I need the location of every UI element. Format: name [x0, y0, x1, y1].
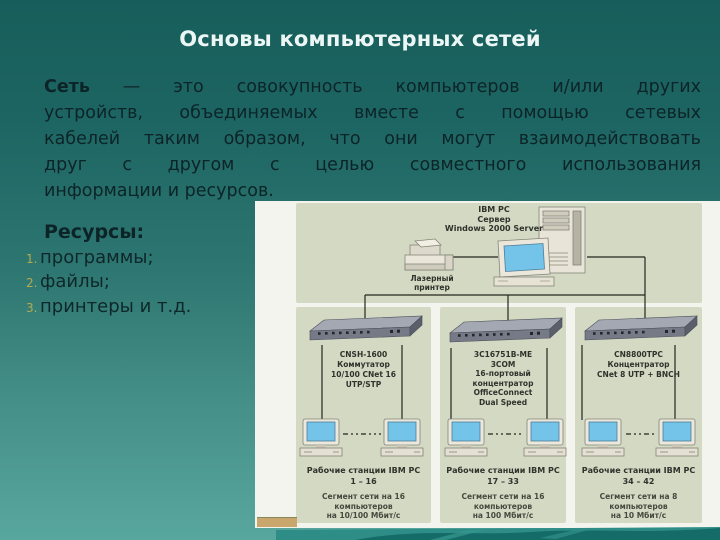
switch-label-1: CNSH-1600 Коммутатор 10/100 CNet 16 UTP/…	[331, 350, 396, 389]
intro-lead-word: Сеть	[44, 77, 90, 97]
intro-line-5: информации и ресурсов.	[44, 181, 274, 201]
page-title: Основы компьютерных сетей	[179, 27, 541, 51]
list-number: 3.	[26, 300, 38, 315]
list-number: 2.	[26, 276, 38, 291]
switch-label-2: 3C16751B-ME 3COM 16-портовый концентрато…	[472, 350, 534, 407]
intro-line-4: друг с другом с целью совместного исполь…	[44, 155, 701, 175]
workstation-icon	[444, 418, 488, 457]
workstation-icon	[523, 418, 567, 457]
printer-label: Лазерный принтер	[410, 274, 454, 292]
list-item: 3.принтеры и т.д.	[26, 295, 191, 319]
bottom-wave-decoration	[276, 527, 720, 540]
connection-lines	[321, 256, 676, 435]
workstation-icon	[581, 418, 625, 457]
workstation-icon	[299, 418, 343, 457]
resources-heading: Ресурсы:	[44, 221, 145, 243]
stations-label-2: Рабочие станции IBM PC 17 – 33	[446, 466, 560, 486]
network-diagram-image: IBM PC Сервер Windows 2000 Server Лазерн…	[255, 201, 720, 528]
diagram-segment-panel-3	[575, 307, 702, 523]
photo-edge-strip	[257, 517, 297, 527]
list-item: 2.файлы;	[26, 270, 191, 294]
intro-line-2: устройств, объединяемых вместе с помощью…	[44, 103, 701, 123]
workstation-icon	[655, 418, 699, 457]
list-item: 1.программы;	[26, 246, 191, 270]
stations-label-3: Рабочие станции IBM PC 34 – 42	[581, 466, 696, 486]
diagram-segment-panel-1	[296, 307, 431, 523]
printer-icon	[404, 238, 454, 271]
segment-label-3: Сегмент сети на 8 компьютеров на 10 Мбит…	[599, 492, 678, 520]
segment-label-1: Сегмент сети на 16 компьютеров на 10/100…	[322, 492, 405, 520]
switch-icon	[584, 315, 698, 341]
diagram-graphics	[299, 206, 699, 457]
resources-list: 1.программы; 2.файлы; 3.принтеры и т.д.	[26, 246, 191, 319]
segment-label-2: Сегмент сети на 16 компьютеров на 100 Мб…	[461, 492, 545, 520]
server-label: IBM PC Сервер Windows 2000 Server	[444, 205, 544, 233]
switch-icon	[449, 317, 563, 343]
stations-label-1: Рабочие станции IBM PC 1 – 16	[306, 466, 421, 486]
server-monitor-icon	[493, 237, 555, 287]
switch-icon	[309, 315, 423, 341]
intro-line-3: кабелей таким образом, что они могут вза…	[44, 129, 701, 149]
switch-label-3: CN8800TPC Концентратор CNet 8 UTP + BNCH	[597, 350, 680, 379]
workstation-icon	[380, 418, 424, 457]
intro-paragraph: Сеть — это совокупность компьютеров и/ил…	[44, 74, 701, 204]
diagram-segment-panel-2	[440, 307, 566, 523]
intro-line-1-rest: — это совокупность компьютеров и/или дру…	[89, 77, 701, 97]
list-number: 1.	[26, 252, 38, 266]
intro-line-1: Сеть — это совокупность компьютеров и/ил…	[44, 74, 701, 100]
